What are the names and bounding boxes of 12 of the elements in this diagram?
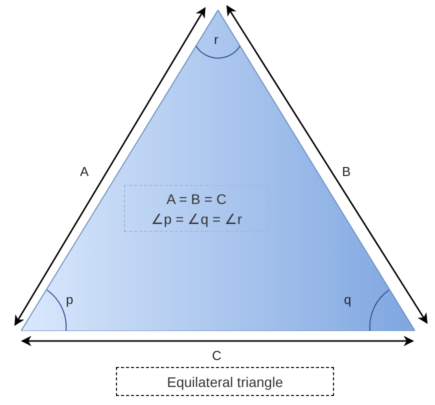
caption-text: Equilateral triangle — [166, 372, 284, 392]
side-label: B — [342, 165, 351, 179]
triangle-shape — [21, 10, 415, 331]
formula-box — [124, 185, 269, 232]
angle-label: q — [344, 293, 352, 307]
side-label: A — [80, 165, 89, 179]
equation-text: A = B = C — [166, 190, 228, 208]
equation-text: ∠p = ∠q = ∠r — [150, 210, 244, 228]
caption-box — [116, 367, 334, 396]
angle-label: r — [214, 33, 218, 47]
angle-label: p — [66, 293, 74, 307]
side-label: C — [212, 349, 222, 363]
